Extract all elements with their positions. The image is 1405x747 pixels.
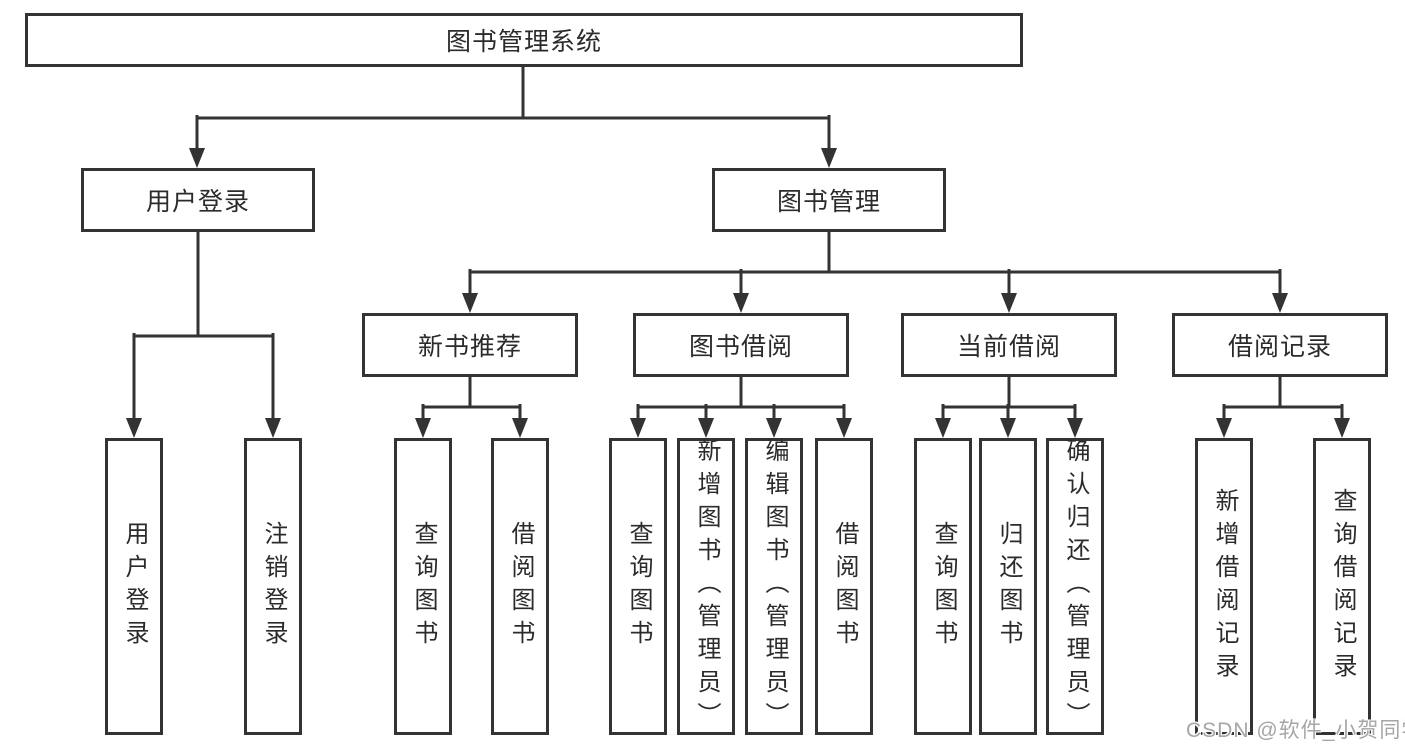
edge-new-book-to-leaves [421, 375, 522, 421]
node-user-login: 用户登录 [81, 168, 315, 232]
arrowhead-book-management-icon [821, 148, 837, 168]
arrowhead-book-borrow-icon [733, 293, 749, 313]
node-label: 用户登录 [145, 188, 250, 216]
edge-book-management-to-level3 [468, 230, 1282, 296]
node-book-management: 图书管理 [712, 168, 946, 232]
node-label: 图书管理系统 [445, 28, 602, 56]
csdn-watermark: CSDN @软件_小贺同学 [1186, 719, 1405, 742]
leaf-edit-book-admin: 编辑图书（管理员） [745, 438, 803, 735]
leaf-label: 借阅图书 [831, 520, 858, 653]
arrowhead-new-book-icon [462, 293, 478, 313]
arrowhead-icon [836, 418, 852, 438]
leaf-borrow-books-recommend: 借阅图书 [491, 438, 549, 735]
arrowhead-leaf-login-icon [126, 418, 142, 438]
leaf-add-borrow-record: 新增借阅记录 [1195, 438, 1253, 735]
leaf-label: 新增图书（管理员） [693, 438, 720, 735]
leaf-label: 注销登录 [260, 520, 287, 653]
leaf-return-books: 归还图书 [979, 438, 1037, 735]
leaf-add-book-admin: 新增图书（管理员） [677, 438, 735, 735]
arrowhead-icon [935, 418, 951, 438]
arrowhead-icon [1000, 418, 1016, 438]
leaf-query-books-recommend: 查询图书 [394, 438, 452, 735]
node-label: 新书推荐 [417, 333, 522, 361]
node-label: 图书管理 [776, 188, 881, 216]
node-label: 借阅记录 [1227, 333, 1332, 361]
arrowhead-icon [698, 418, 714, 438]
leaf-borrow-books: 借阅图书 [815, 438, 873, 735]
leaf-label: 借阅图书 [507, 520, 534, 653]
leaf-label: 查询借阅记录 [1329, 487, 1356, 686]
leaf-query-books-current: 查询图书 [914, 438, 972, 735]
edge-borrow-records-to-leaves [1222, 375, 1344, 421]
leaf-logout-login: 注销登录 [244, 438, 302, 735]
leaf-label: 查询图书 [410, 520, 437, 653]
node-borrow-records: 借阅记录 [1172, 313, 1388, 377]
leaf-label: 查询图书 [930, 520, 957, 653]
arrowhead-icon [630, 418, 646, 438]
leaf-label: 归还图书 [995, 520, 1022, 653]
arrowhead-icon [512, 418, 528, 438]
leaf-label: 查询图书 [625, 520, 652, 653]
leaf-query-books-borrow: 查询图书 [609, 438, 667, 735]
node-book-borrow: 图书借阅 [633, 313, 849, 377]
edge-user-login-to-leaves [132, 230, 275, 421]
arrowhead-user-login-icon [189, 148, 205, 168]
leaf-query-borrow-record: 查询借阅记录 [1313, 438, 1371, 735]
leaf-label: 用户登录 [121, 520, 148, 653]
arrowhead-icon [766, 418, 782, 438]
arrowhead-icon [1067, 418, 1083, 438]
leaf-user-login: 用户登录 [105, 438, 163, 735]
edge-current-borrow-to-leaves [941, 375, 1077, 421]
node-root-system: 图书管理系统 [25, 13, 1023, 67]
edge-root-to-level2 [195, 65, 831, 151]
arrowhead-icon [415, 418, 431, 438]
leaf-label: 确认归还（管理员） [1062, 438, 1089, 735]
arrowhead-icon [1216, 418, 1232, 438]
leaf-confirm-return-admin: 确认归还（管理员） [1046, 438, 1104, 735]
node-label: 当前借阅 [956, 333, 1061, 361]
edge-book-borrow-to-leaves [636, 375, 846, 421]
leaf-label: 编辑图书（管理员） [761, 438, 788, 735]
leaf-label: 新增借阅记录 [1211, 487, 1238, 686]
arrowhead-current-borrow-icon [1001, 293, 1017, 313]
arrowhead-borrow-records-icon [1272, 293, 1288, 313]
node-label: 图书借阅 [688, 333, 793, 361]
arrowhead-icon [1334, 418, 1350, 438]
node-new-book-recommend: 新书推荐 [362, 313, 578, 377]
node-current-borrow: 当前借阅 [901, 313, 1117, 377]
arrowhead-leaf-logout-icon [265, 418, 281, 438]
